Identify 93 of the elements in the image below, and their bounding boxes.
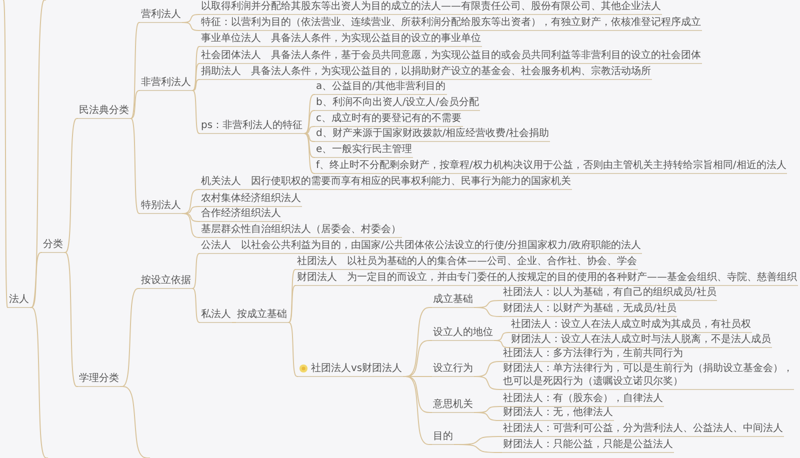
topic-description: 具备法人条件，为实现公益目的，以捐助财产设立的基金会、社会服务机构、宗教活动场所 xyxy=(251,65,651,78)
topic-text: 按设立依据 xyxy=(141,274,191,287)
mind-map-topic xyxy=(200,239,642,254)
mind-map-topic xyxy=(200,65,652,80)
branch-line xyxy=(474,307,502,317)
mind-map-topic xyxy=(298,362,404,377)
branch-line xyxy=(192,79,200,91)
topic-text: 社团法人：多方法律行为，生前共同行为 xyxy=(503,347,683,360)
topic-text: 公法人 xyxy=(201,239,231,252)
topic-text: 财团法人 xyxy=(297,271,337,284)
branch-line xyxy=(182,213,200,238)
topic-text: 社团法人：设立人在法人成立时成为其成员，有社员权 xyxy=(511,318,751,331)
topic-text: 私法人 xyxy=(201,308,231,321)
branch-line xyxy=(303,94,316,134)
topic-text: 分类 xyxy=(43,238,63,251)
topic-description: 以社会公共利益为目的，由国家/公共团体依公法设立的行使/分担国家权力/政府职能的法人 xyxy=(241,239,642,252)
mind-map-topic xyxy=(200,175,572,190)
topic-text: 民法典分类 xyxy=(79,104,129,117)
branch-line xyxy=(64,118,78,253)
topic-text: 意思机关 xyxy=(433,398,473,411)
topic-text: 社团法人 xyxy=(297,255,337,268)
topic-text: 事业单位法人 xyxy=(201,32,261,45)
branch-line xyxy=(192,63,200,91)
branch-line xyxy=(2,0,8,308)
branch-line xyxy=(303,110,316,134)
topic-text: 机关法人 xyxy=(201,175,241,188)
topic-text: 社会团体法人 xyxy=(201,49,261,62)
branch-line xyxy=(182,22,200,31)
topic-text: 财团法人：以财产为基础，无成员/社员 xyxy=(503,302,676,315)
topic-text: 设立人的地位 xyxy=(433,326,493,339)
branch-line xyxy=(303,133,316,174)
branch-line xyxy=(192,288,200,323)
topic-text: 特别法人 xyxy=(141,199,181,212)
topic-text: 社团法人：有（股东会），自律法人 xyxy=(503,392,663,405)
topic-text: 社团法人：可营利可公益，分为营利法人、公益法人、中间法人 xyxy=(503,422,783,435)
topic-text: 社团法人：以人为基础，有自己的组织成员/社员 xyxy=(503,286,716,299)
branch-line xyxy=(130,118,140,214)
topic-text: 财团法人：无，他律法人 xyxy=(503,406,613,419)
branch-line xyxy=(30,0,46,308)
branch-line xyxy=(232,322,236,323)
branch-line xyxy=(288,322,298,377)
branch-line xyxy=(288,269,296,323)
topic-text: 基层群众性自治组织法人（居委会、村委会） xyxy=(201,223,401,236)
topic-text: 特征：以营利为目的（依法营业、连续营业、所获利润分配给股东等出资者），有独立财产，依核准登记程序成立 xyxy=(201,16,701,29)
topic-description: 以社员为基础的人的集合体——公司、企业、合作社、协会、学会 xyxy=(347,255,637,268)
topic-description: 为一定目的而设立，并由专门委任的人按规定的目的使用的各种财产——基金会组织、寺院、慈善组织 xyxy=(347,271,797,284)
topic-text: 营利法人 xyxy=(141,8,181,21)
topic-text: 农村集体经济组织法人 xyxy=(201,192,301,205)
branch-line xyxy=(474,412,502,421)
topic-text: ps：非营利法人的特征 xyxy=(201,119,303,132)
topic-text: 财团法人：单方法律行为，可以是生前行为（捐助设立基金会），也可以是死因行为（遗嘱设立诺贝尔奖） xyxy=(503,363,793,387)
branch-line xyxy=(303,133,316,158)
topic-text: 财团法人：设立人在法人成立时与法人脱离，不是法人成员 xyxy=(511,333,771,346)
topic-text: 合作经济组织法人 xyxy=(201,207,281,220)
branch-line xyxy=(192,46,200,91)
mind-map-topic xyxy=(200,32,482,47)
branch-line xyxy=(494,340,510,348)
topic-text: 成立基础 xyxy=(433,293,473,306)
topic-text: b、利润不向出资人/设立人/会员分配 xyxy=(316,96,480,109)
topic-text: f、终止时不分配剩余财产，按章程/权力机构决议用于公益，否则由主管机关主持转给宗旨相同/相近的法人 xyxy=(316,159,786,172)
branch-line xyxy=(303,133,316,142)
topic-text: 法人 xyxy=(9,293,29,306)
branch-line xyxy=(192,90,200,134)
mind-map-topic xyxy=(296,255,638,270)
topic-text: 非营利法人 xyxy=(141,76,191,89)
branch-line xyxy=(130,22,140,119)
branch-line xyxy=(30,307,48,458)
branch-line xyxy=(454,444,502,453)
mind-map-topic xyxy=(296,271,798,286)
branch-line xyxy=(30,252,42,308)
topic-text: 捐助法人 xyxy=(201,65,241,78)
topic-text: 按成立基础 xyxy=(237,308,287,321)
topic-description: 具备法人条件，基于会员共同意愿，为实现公益目的或会员共同利益等非营利目的设立的社会团体 xyxy=(271,49,701,62)
topic-text: 学理分类 xyxy=(79,372,119,385)
topic-text: e、一般实行民主管理 xyxy=(316,143,412,156)
topic-text: 设立行为 xyxy=(433,362,473,375)
topic-text: 财团法人：只能公益，只能是公益法人 xyxy=(503,438,673,451)
mind-map-topic xyxy=(200,49,702,64)
branch-line xyxy=(130,90,140,119)
topic-description: 具备法人条件，为实现公益目的设立的事业单位 xyxy=(271,32,481,45)
branch-line xyxy=(288,285,296,323)
topic-text: d、财产来源于国家财政拨款/相应经营收费/社会捐助 xyxy=(316,127,550,140)
topic-text: 目的 xyxy=(433,430,453,443)
topic-text: c、成立时有的要登记有的不需要 xyxy=(316,112,462,125)
branch-line xyxy=(120,386,150,458)
topic-description: 因行使职权的需要而享有相应的民事权利能力、民事行为能力的国家机关 xyxy=(251,175,571,188)
branch-line xyxy=(192,253,200,289)
topic-text: a、公益目的/其他非营利目的 xyxy=(316,80,446,93)
topic-text: 社团法人vs财团法人 xyxy=(311,362,402,375)
branch-line xyxy=(64,252,78,387)
branch-line xyxy=(474,376,502,390)
branch-line xyxy=(402,376,432,445)
topic-text: 以取得利润并分配给其股东等出资人为目的成立的法人——有限责任公司、股份有限公司、其他企业法人 xyxy=(201,0,661,13)
